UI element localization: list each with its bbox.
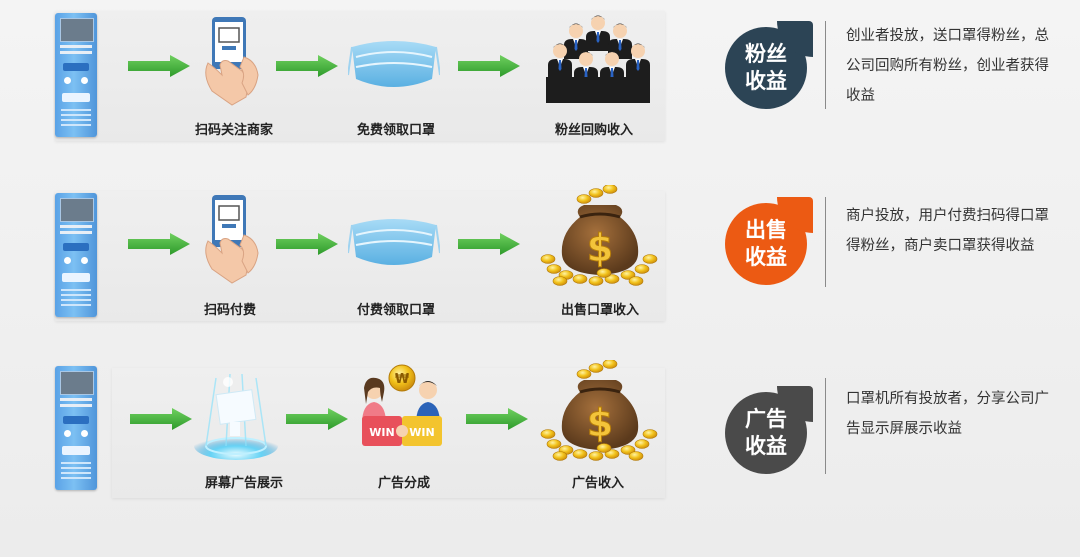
surgical-mask-icon bbox=[348, 41, 440, 87]
divider bbox=[825, 21, 826, 109]
divider bbox=[825, 378, 826, 474]
svg-text:$: $ bbox=[587, 401, 613, 445]
surgical-mask-icon bbox=[348, 219, 440, 265]
badge-line: 广告 bbox=[745, 407, 787, 431]
mask-vending-machine-icon bbox=[55, 13, 97, 137]
green-arrow-icon bbox=[466, 408, 528, 430]
mask-vending-machine-icon bbox=[55, 366, 97, 490]
win-share-people-icon: ₩ WIN WIN bbox=[362, 364, 442, 446]
step-label: 付费领取口罩 bbox=[356, 303, 436, 318]
green-arrow-icon bbox=[276, 233, 338, 255]
flow-row-fans: 扫码关注商家 免费领取口罩 粉丝回购收入 粉丝收益 创业者投放，送口罩得粉丝，总… bbox=[0, 5, 1080, 155]
badge-line: 粉丝 bbox=[745, 42, 787, 66]
business-people-group-icon bbox=[546, 15, 650, 103]
badge-line: 出售 bbox=[745, 218, 787, 242]
svg-text:₩: ₩ bbox=[395, 372, 410, 387]
flow-row-ads: 屏幕广告展示 ₩ WIN WIN 广告分成 $ 广告收入 广告收益 口罩机所有投… bbox=[0, 360, 1080, 510]
green-arrow-icon bbox=[458, 233, 520, 255]
step-label: 粉丝回购收入 bbox=[554, 123, 634, 138]
green-arrow-icon bbox=[276, 55, 338, 77]
svg-text:$: $ bbox=[587, 226, 613, 270]
step-label: 扫码付费 bbox=[203, 303, 257, 318]
money-bag-coins-icon: $ bbox=[540, 185, 658, 286]
win-text: WIN bbox=[369, 426, 394, 439]
hand-scanning-phone-icon bbox=[205, 17, 259, 106]
money-bag-coins-icon: $ bbox=[540, 360, 658, 461]
green-arrow-icon bbox=[458, 55, 520, 77]
green-arrow-icon bbox=[128, 233, 190, 255]
step-label: 屏幕广告展示 bbox=[204, 476, 284, 491]
revenue-description: 商户投放，用户付费扫码得口罩得粉丝，商户卖口罩获得收益 bbox=[846, 208, 1049, 254]
badge-line: 收益 bbox=[745, 245, 787, 269]
win-text: WIN bbox=[409, 426, 434, 439]
revenue-description: 创业者投放，送口罩得粉丝，总公司回购所有粉丝，创业者获得收益 bbox=[846, 28, 1049, 104]
badge-line: 收益 bbox=[745, 69, 787, 93]
green-arrow-icon bbox=[286, 408, 348, 430]
step-label: 广告收入 bbox=[571, 476, 625, 491]
mask-vending-machine-icon bbox=[55, 193, 97, 317]
revenue-badge: 广告收益 bbox=[725, 386, 813, 474]
green-arrow-icon bbox=[128, 55, 190, 77]
step-label: 免费领取口罩 bbox=[356, 123, 436, 138]
step-label: 出售口罩收入 bbox=[560, 303, 640, 318]
flow-row-sales: 扫码付费 付费领取口罩 $ 出售口罩收入 出售收益 商户投放，用户付费扫码得口罩… bbox=[0, 185, 1080, 335]
revenue-description: 口罩机所有投放者，分享公司广告显示屏展示收益 bbox=[846, 391, 1049, 437]
badge-line: 收益 bbox=[745, 434, 787, 458]
step-label: 广告分成 bbox=[377, 476, 431, 491]
hand-scanning-phone-icon bbox=[205, 195, 259, 284]
green-arrow-icon bbox=[130, 408, 192, 430]
divider bbox=[825, 197, 826, 287]
revenue-badge: 出售收益 bbox=[725, 197, 813, 285]
hologram-screen-icon bbox=[194, 373, 278, 460]
step-label: 扫码关注商家 bbox=[194, 123, 274, 138]
revenue-badge: 粉丝收益 bbox=[725, 21, 813, 109]
